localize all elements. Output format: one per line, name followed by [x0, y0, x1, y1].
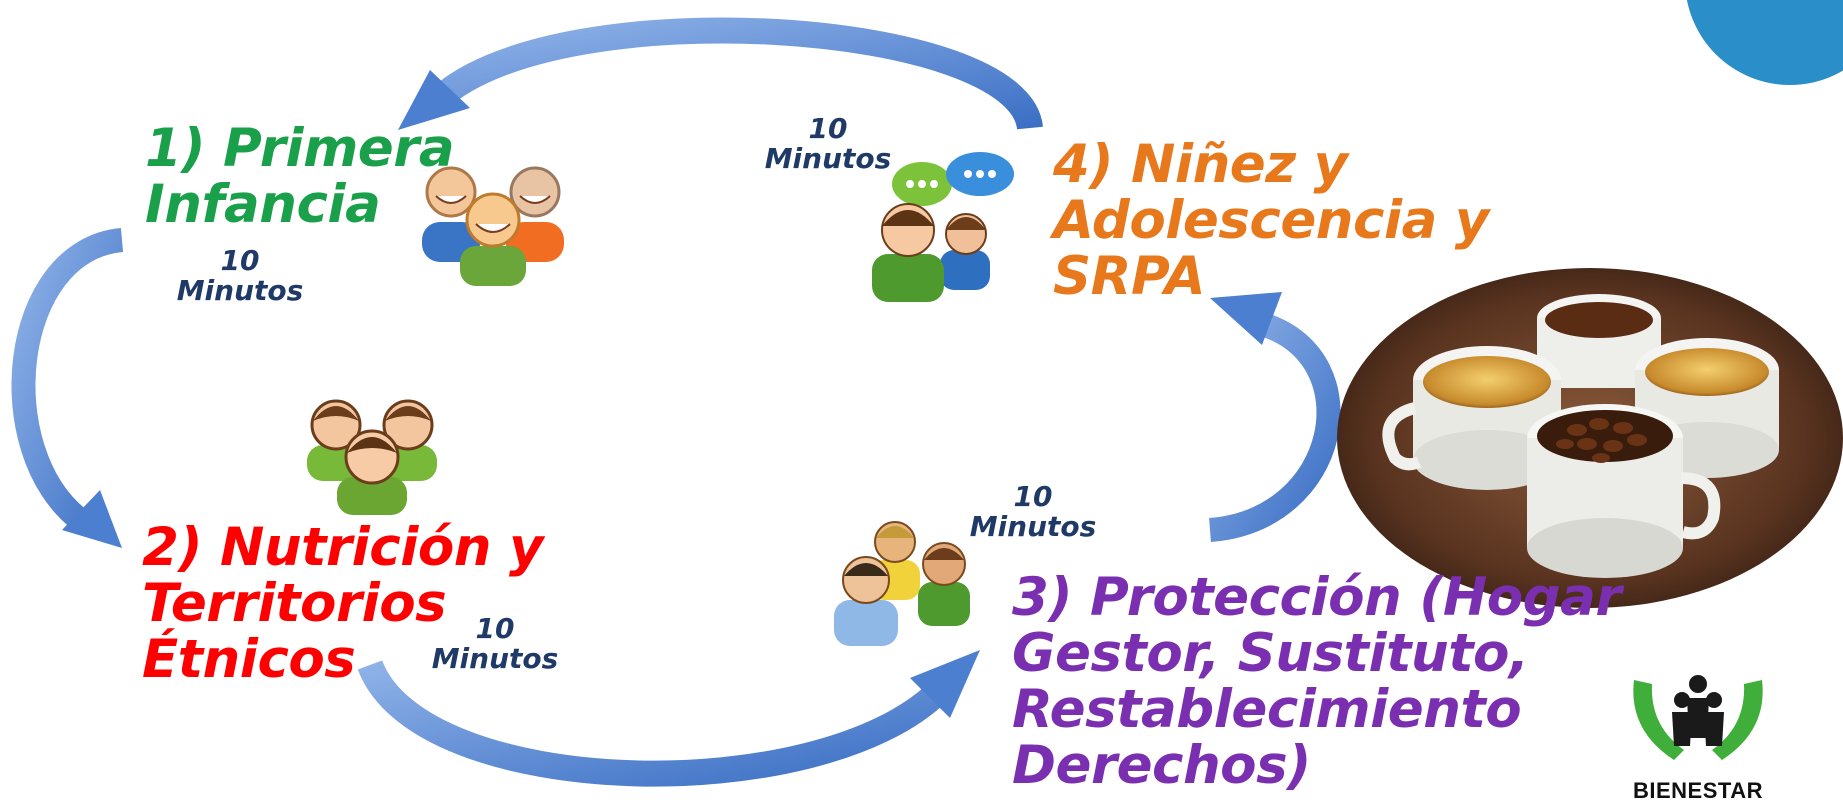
arrow-4-to-1 — [398, 17, 1043, 131]
time-label-2: 10 Minutos — [425, 614, 565, 674]
people-chat-bubbles-icon — [872, 152, 1014, 302]
station-4-line: SRPA — [1053, 246, 1205, 307]
arrow-1-to-2 — [11, 228, 124, 548]
bienestar-logo — [1633, 675, 1763, 760]
logo-text: BIENESTAR — [1633, 778, 1763, 803]
station-1-line: Infancia — [145, 174, 381, 235]
station-3-line: Gestor, Sustituto, — [1012, 623, 1529, 684]
time-number: 10 — [808, 112, 848, 145]
crowd-people-icon — [834, 521, 970, 646]
time-number: 10 — [220, 244, 260, 277]
arrow-2-to-3 — [357, 650, 980, 787]
station-1-title: 1) Primera Infancia — [145, 118, 455, 235]
coffee-cups-photo — [1337, 268, 1843, 608]
station-3-line: Derechos) — [1012, 735, 1311, 796]
station-3-line: 3) Protección (Hogar — [1012, 567, 1622, 628]
time-label-4: 10 Minutos — [758, 114, 898, 174]
station-2-line: 2) Nutrición y — [142, 517, 544, 578]
time-number: 10 — [1013, 480, 1053, 513]
time-number: 10 — [475, 612, 515, 645]
station-2-line: Étnicos — [142, 629, 356, 690]
station-3-title: 3) Protección (Hogar Gestor, Sustituto, … — [1012, 567, 1622, 796]
station-2-title: 2) Nutrición y Territorios Étnicos — [142, 517, 544, 690]
station-1-line: 1) Primera — [145, 118, 455, 179]
arrow-3-to-4 — [1208, 292, 1341, 542]
group-of-people-icon — [307, 399, 437, 515]
station-2-line: Territorios — [142, 573, 447, 634]
corner-circle-shape — [1686, 0, 1843, 85]
time-unit: Minutos — [176, 274, 304, 307]
time-unit: Minutos — [764, 142, 892, 175]
time-unit: Minutos — [431, 642, 559, 675]
time-unit: Minutos — [969, 510, 1097, 543]
three-people-smiling-icon — [422, 166, 564, 286]
station-4-line: Adolescencia y — [1053, 190, 1489, 251]
station-4-title: 4) Niñez y Adolescencia y SRPA — [1053, 137, 1489, 305]
time-label-3: 10 Minutos — [963, 482, 1103, 542]
station-3-line: Restablecimiento — [1012, 679, 1522, 740]
time-label-1: 10 Minutos — [170, 246, 310, 306]
station-4-line: 4) Niñez y — [1053, 134, 1348, 195]
